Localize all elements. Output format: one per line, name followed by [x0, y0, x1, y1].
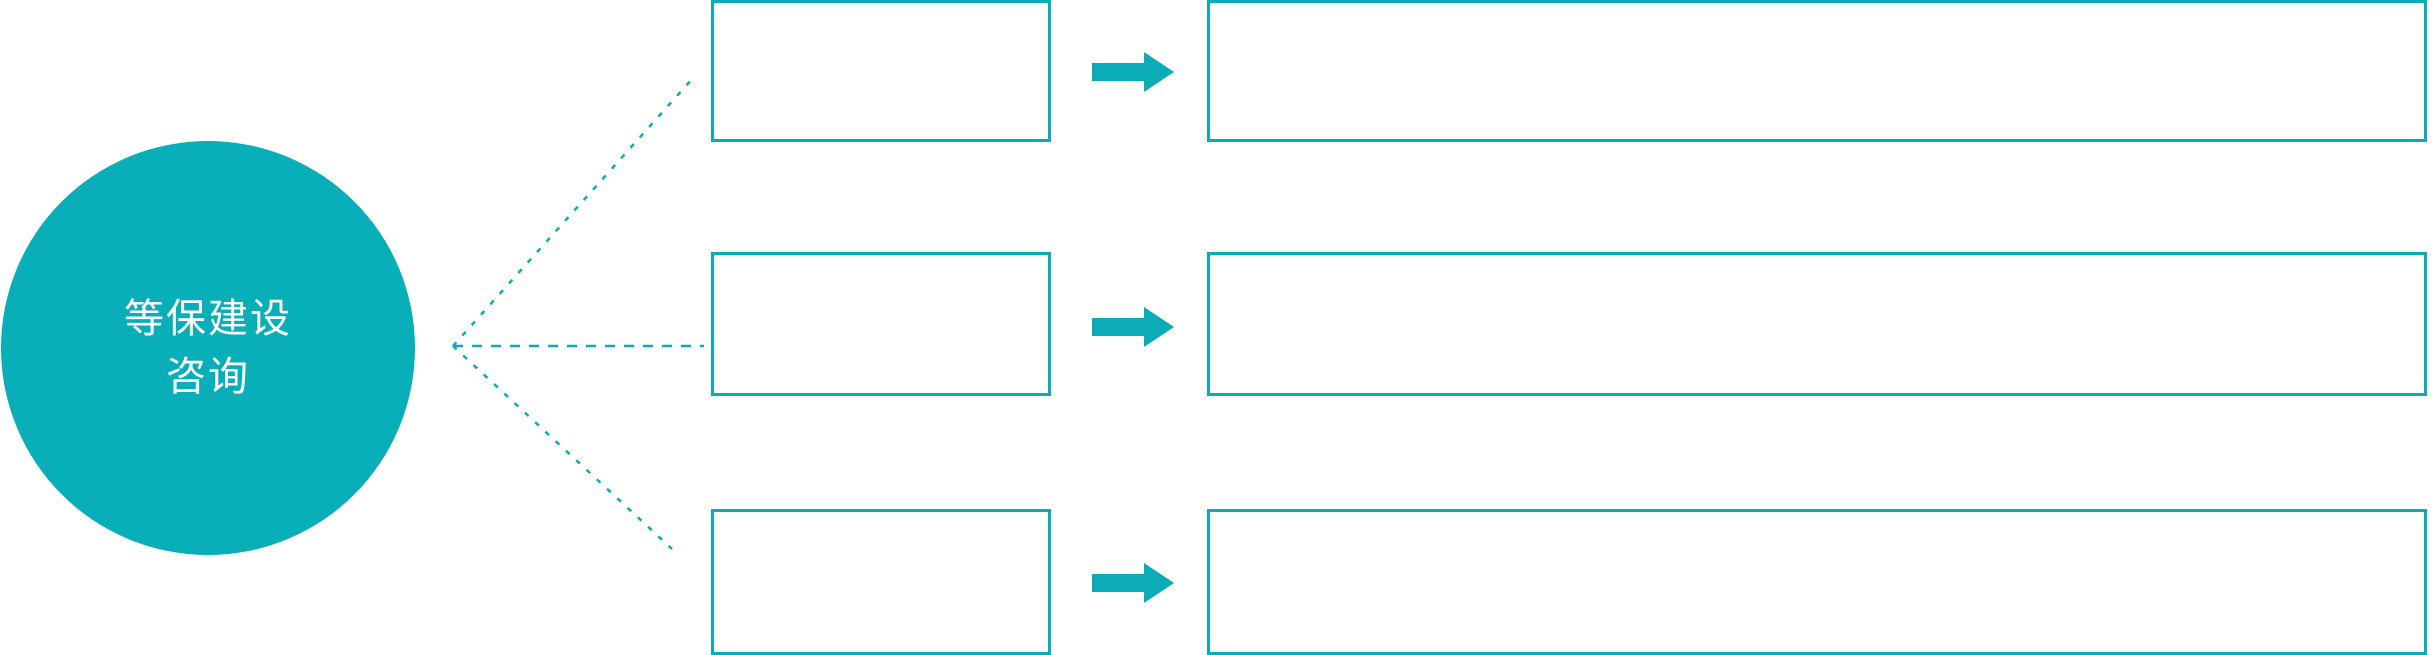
stage-box-1[interactable] — [711, 0, 1051, 142]
right-arrow-icon-2 — [1092, 307, 1174, 347]
connector-line-top — [452, 77, 694, 347]
right-arrow-icon-1 — [1092, 52, 1174, 92]
stage-box-3[interactable] — [711, 509, 1051, 655]
hub-label-line-2: 咨询 — [166, 355, 250, 399]
detail-box-2[interactable] — [1207, 252, 2427, 396]
hub-circle[interactable]: 等保建设 咨询 — [1, 141, 415, 555]
hub-label-line-1: 等保建设 — [124, 297, 292, 341]
connector-line-bottom — [452, 345, 673, 550]
detail-box-1[interactable] — [1207, 0, 2427, 142]
right-arrow-icon-3 — [1092, 563, 1174, 603]
detail-box-3[interactable] — [1207, 509, 2427, 655]
stage-box-2[interactable] — [711, 252, 1051, 396]
